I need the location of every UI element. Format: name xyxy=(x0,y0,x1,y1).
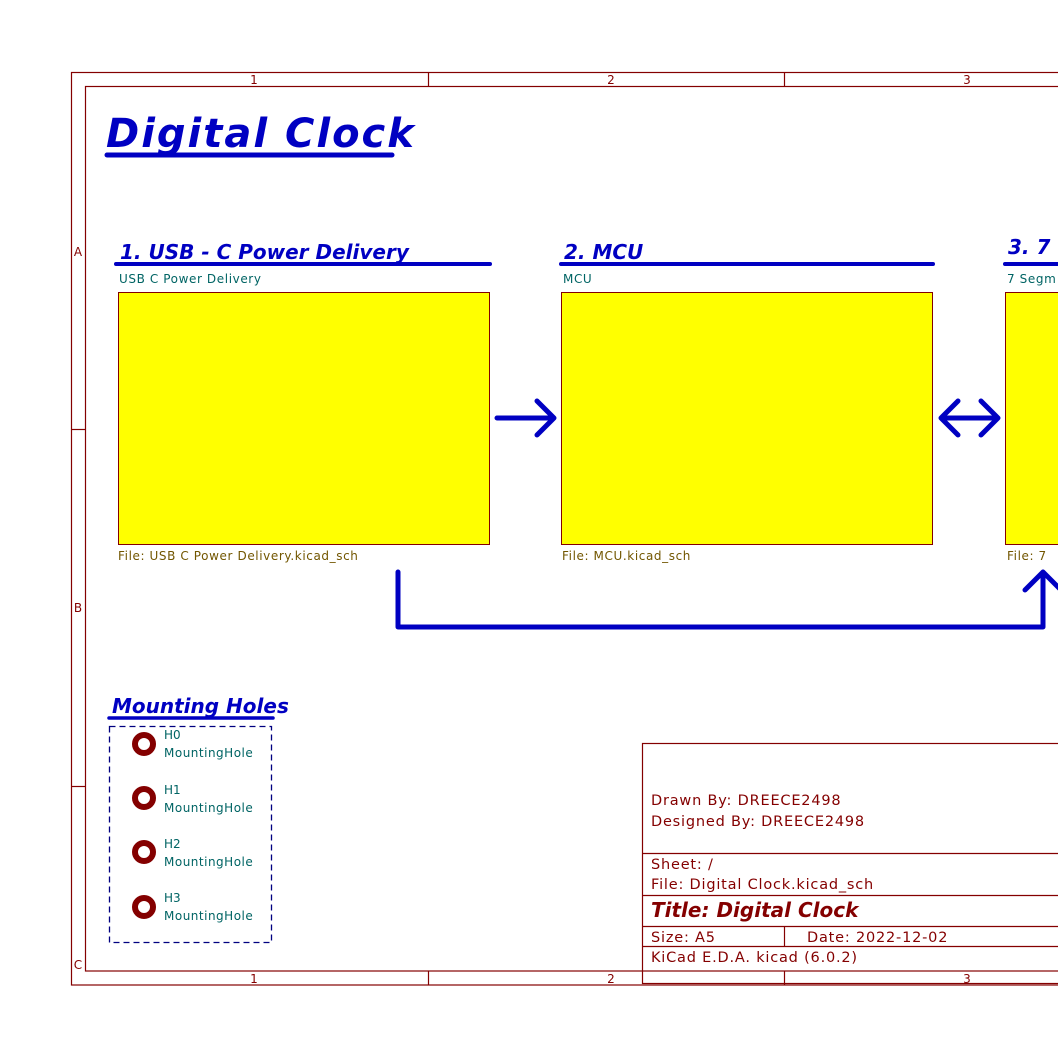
mounting-hole-icon xyxy=(132,732,156,756)
hole-ref: H1 xyxy=(164,783,181,797)
mounting-hole-icon xyxy=(132,895,156,919)
mounting-hole-h1[interactable]: H1 MountingHole xyxy=(132,783,253,815)
mounting-hole-h3[interactable]: H3 MountingHole xyxy=(132,891,253,923)
sheet-heading: 1. USB - C Power Delivery xyxy=(120,240,410,264)
sheet-file: File: USB C Power Delivery.kicad_sch xyxy=(118,549,359,563)
mounting-hole-h0[interactable]: H0 MountingHole xyxy=(132,728,253,760)
mounting-hole-h2[interactable]: H2 MountingHole xyxy=(132,837,253,869)
title-block-title: Title: Digital Clock xyxy=(651,898,860,922)
sheet-date: Date: 2022-12-02 xyxy=(807,930,948,946)
hole-ref: H2 xyxy=(164,837,181,851)
drawn-by: Drawn By: DREECE2498 xyxy=(651,793,841,809)
sheet-file: File: 7 xyxy=(1007,549,1047,563)
hierarchical-sheet-7-segment[interactable]: 3. 7 7 Segm File: 7 xyxy=(1003,235,1058,563)
column-label: 1 xyxy=(250,972,258,986)
row-label: B xyxy=(74,601,82,615)
hole-value: MountingHole xyxy=(164,855,253,869)
sheet-heading: 3. 7 xyxy=(1008,235,1050,259)
sheet-box[interactable] xyxy=(1005,292,1058,545)
sheet-path: Sheet: / xyxy=(651,857,714,873)
sheet-name: USB C Power Delivery xyxy=(119,272,262,286)
column-label: 2 xyxy=(607,73,615,87)
row-label: C xyxy=(74,958,82,972)
sheet-heading: 2. MCU xyxy=(564,240,643,264)
kicad-version: KiCad E.D.A. kicad (6.0.2) xyxy=(651,950,858,966)
row-label: A xyxy=(74,245,83,259)
file-name: File: Digital Clock.kicad_sch xyxy=(651,877,874,893)
hole-value: MountingHole xyxy=(164,801,253,815)
mounting-heading: Mounting Holes xyxy=(112,694,289,718)
hole-value: MountingHole xyxy=(164,909,253,923)
title-block: Drawn By: DREECE2498 Designed By: DREECE… xyxy=(641,742,1058,985)
sheet-file: File: MCU.kicad_sch xyxy=(562,549,691,563)
hole-value: MountingHole xyxy=(164,746,253,760)
mounting-holes-group: Mounting Holes H0 MountingHole H1 Mounti… xyxy=(107,694,289,944)
sheet-name: MCU xyxy=(563,272,592,286)
column-label: 1 xyxy=(250,73,258,87)
mounting-dashed-box xyxy=(108,725,273,944)
drawing-frame xyxy=(70,71,1058,986)
column-label: 2 xyxy=(607,972,615,986)
sheet-box[interactable] xyxy=(118,292,490,545)
hole-ref: H3 xyxy=(164,891,181,905)
arrow-up-connector-icon xyxy=(395,569,1058,630)
hierarchical-sheet-mcu[interactable]: 2. MCU MCU File: MCU.kicad_sch xyxy=(559,240,935,563)
arrow-right-icon xyxy=(494,398,557,438)
mounting-hole-icon xyxy=(132,840,156,864)
designed-by: Designed By: DREECE2498 xyxy=(651,814,865,830)
sheet-size: Size: A5 xyxy=(651,930,716,946)
sheet-name: 7 Segm xyxy=(1007,272,1056,286)
hierarchical-sheet-usb-c[interactable]: 1. USB - C Power Delivery USB C Power De… xyxy=(114,240,492,563)
hole-ref: H0 xyxy=(164,728,181,742)
arrow-bidirectional-icon xyxy=(938,398,1001,438)
sheet-box[interactable] xyxy=(561,292,933,545)
column-label: 3 xyxy=(963,73,971,87)
page-title: Digital Clock xyxy=(106,111,416,157)
column-label: 3 xyxy=(963,972,971,986)
mounting-hole-icon xyxy=(132,786,156,810)
